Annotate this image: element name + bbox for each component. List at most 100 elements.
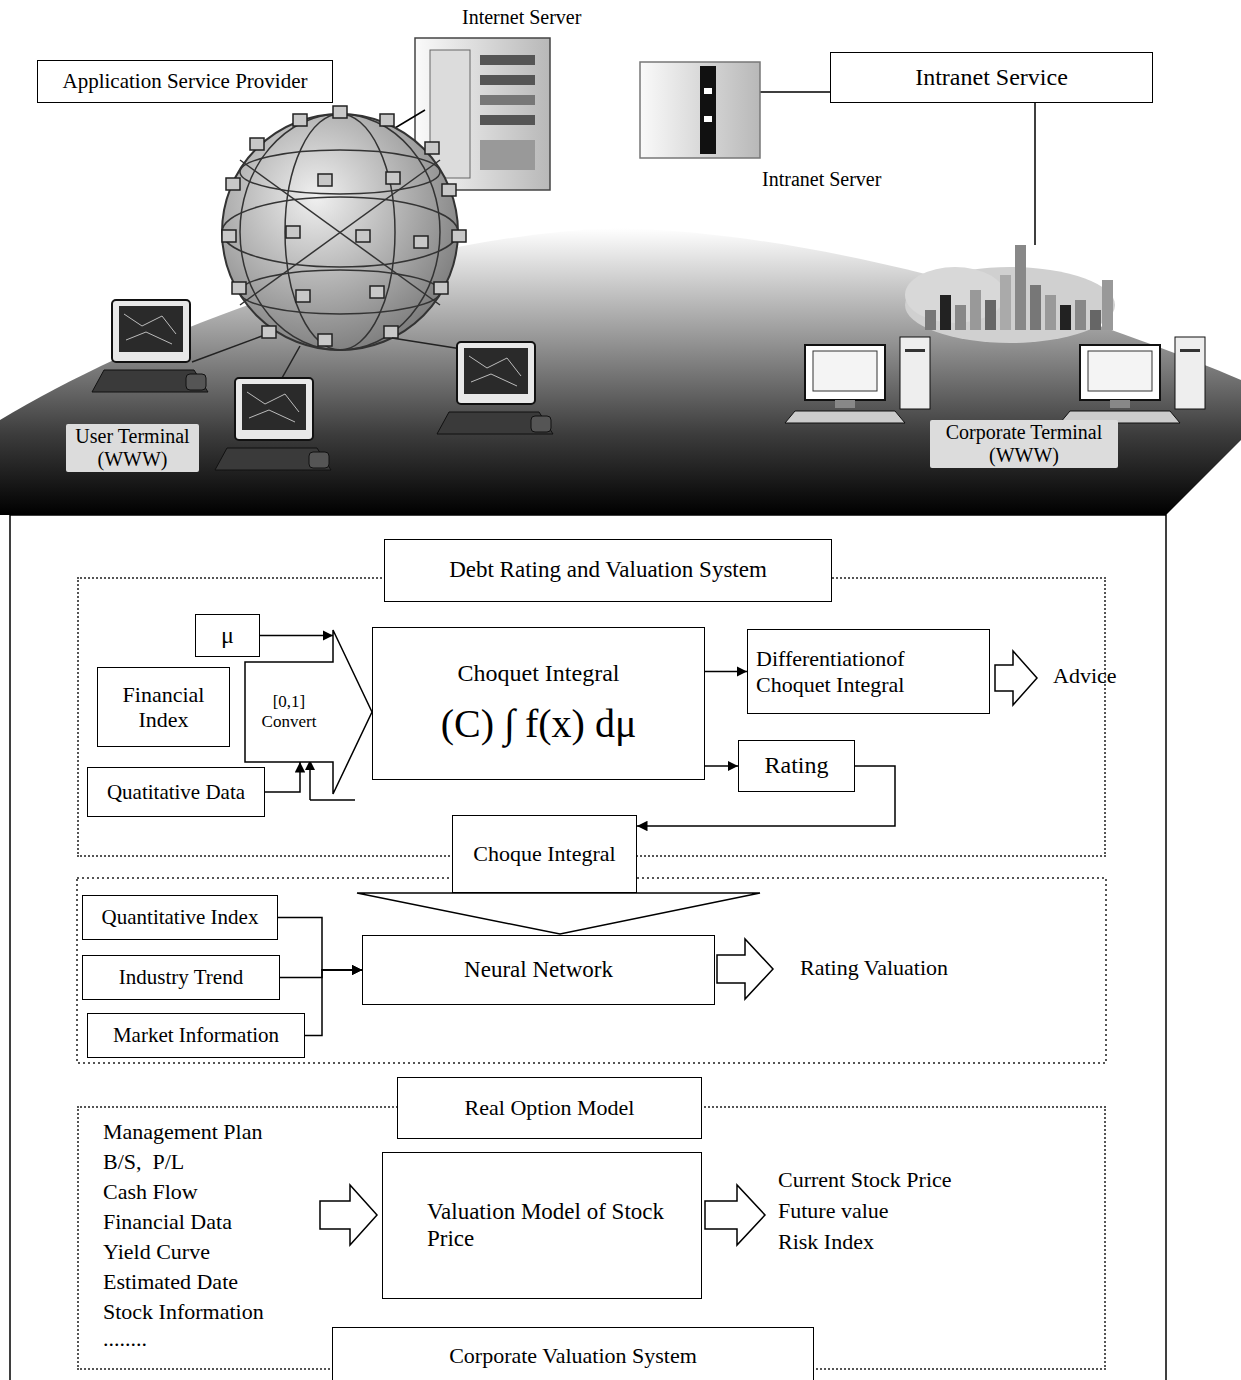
node-body: Choquet Integral (C) ∫ f(x) dμ — [373, 628, 704, 779]
bar-chart — [925, 245, 1113, 330]
floor-gradient — [0, 228, 1241, 515]
region-footer: Corporate Valuation System — [332, 1327, 814, 1380]
bar — [970, 290, 981, 330]
bar — [1000, 275, 1011, 330]
network-node — [222, 230, 236, 242]
network-node — [386, 172, 400, 184]
input-box: Quantitative Index — [82, 895, 278, 940]
output-item: Risk Index — [778, 1229, 874, 1254]
input-arrow — [309, 769, 311, 800]
server-slot — [480, 75, 535, 85]
node-body: Rating — [739, 741, 854, 791]
globe — [222, 114, 458, 350]
input-box: Industry Trend — [82, 955, 280, 1000]
connector-arrow — [280, 970, 362, 978]
bar — [1090, 310, 1101, 330]
node-text: Neural Network — [371, 957, 706, 983]
server-front — [700, 66, 716, 154]
bar — [940, 295, 951, 330]
parallel — [240, 270, 440, 314]
formula: (C) ∫ f(x) dμ — [381, 701, 696, 747]
input-item: Cash Flow — [103, 1179, 198, 1204]
bar — [985, 300, 996, 330]
node-text: Application Service Provider — [46, 69, 324, 93]
server-slot — [480, 95, 535, 105]
input-box: Market Information — [87, 1013, 305, 1058]
connector-arrow — [278, 918, 362, 971]
bar — [955, 305, 966, 330]
network-node — [226, 178, 240, 190]
node-text: Financial Index — [106, 682, 221, 733]
network-region — [77, 878, 1106, 1063]
bar — [1030, 285, 1041, 330]
input-item: B/S, P/L — [103, 1149, 184, 1174]
network-node — [434, 282, 448, 294]
user-terminal — [215, 378, 331, 470]
node-text: Intranet Service — [839, 64, 1144, 92]
node-body: Neural Network — [363, 936, 714, 1004]
network-node — [380, 114, 394, 126]
network-node — [442, 184, 456, 196]
wire — [282, 346, 300, 378]
terminal-label: Corporate Terminal (WWW) — [930, 420, 1118, 468]
choquet-box: Choquet Integral (C) ∫ f(x) dμ — [372, 627, 705, 780]
node-text: Choque Integral — [461, 841, 628, 866]
input-item: Financial Data — [103, 1209, 232, 1234]
choquet-arrow-box: Choque Integral — [452, 815, 637, 893]
corporate-terminal — [785, 337, 930, 423]
node-body: Market Information — [88, 1014, 304, 1057]
node-text: [0,1] Convert — [249, 692, 329, 731]
intranet-wire — [760, 92, 1035, 245]
server-slot — [480, 115, 535, 125]
grid-line — [240, 160, 440, 305]
input-item: Management Plan — [103, 1119, 262, 1144]
cloud — [905, 267, 1115, 343]
network-nodes — [222, 106, 466, 346]
network-node — [356, 230, 370, 242]
system-panel — [10, 515, 1166, 1380]
terminal-wires — [192, 336, 468, 378]
node-body: Quantitative Index — [83, 896, 277, 939]
differentiation-box: Differentiationof Choquet Integral — [747, 629, 990, 714]
server-slot — [480, 55, 535, 65]
node-text: Industry Trend — [91, 965, 271, 989]
node-body: Quatitative Data — [88, 768, 264, 816]
server-label: Intranet Server — [762, 168, 881, 191]
input-line — [310, 799, 355, 801]
node-text: Rating — [747, 752, 846, 780]
server-slot — [480, 140, 535, 170]
bar — [925, 310, 936, 330]
node-body: Differentiationof Choquet Integral — [748, 630, 989, 713]
network-node — [250, 138, 264, 150]
node-body: Intranet Service — [831, 53, 1152, 102]
ellipsis: ........ — [103, 1326, 147, 1351]
network-node — [414, 236, 428, 248]
data-box: Quatitative Data — [87, 767, 265, 817]
node-body: Valuation Model of Stock Price — [383, 1153, 701, 1298]
input-item: Yield Curve — [103, 1239, 210, 1264]
bar — [1075, 300, 1086, 330]
output-label: Advice — [1053, 663, 1117, 688]
server-light — [704, 116, 712, 122]
node-text: Quantitative Index — [91, 905, 269, 929]
connector-arrow — [705, 671, 747, 673]
network-node — [384, 326, 398, 338]
hollow-arrow — [995, 651, 1037, 705]
node-body: Application Service Provider — [38, 61, 332, 102]
down-arrow-shape — [357, 893, 760, 934]
hollow-arrow — [320, 1185, 377, 1245]
rating-box: Rating — [738, 740, 855, 792]
box-title: Choquet Integral — [381, 660, 696, 688]
bar — [1015, 245, 1026, 330]
parallel — [240, 150, 440, 194]
valuation-region: Real Option ModelCorporate Valuation Sys… — [77, 1106, 1106, 1370]
server-label: Internet Server — [462, 6, 581, 29]
connector-arrow — [305, 970, 362, 1036]
server-panel — [430, 50, 470, 178]
hollow-arrow — [705, 1185, 765, 1245]
output-label: Rating Valuation — [800, 955, 948, 980]
node-text: μ — [204, 622, 251, 650]
user-terminal — [437, 342, 553, 434]
bar — [1060, 305, 1071, 330]
